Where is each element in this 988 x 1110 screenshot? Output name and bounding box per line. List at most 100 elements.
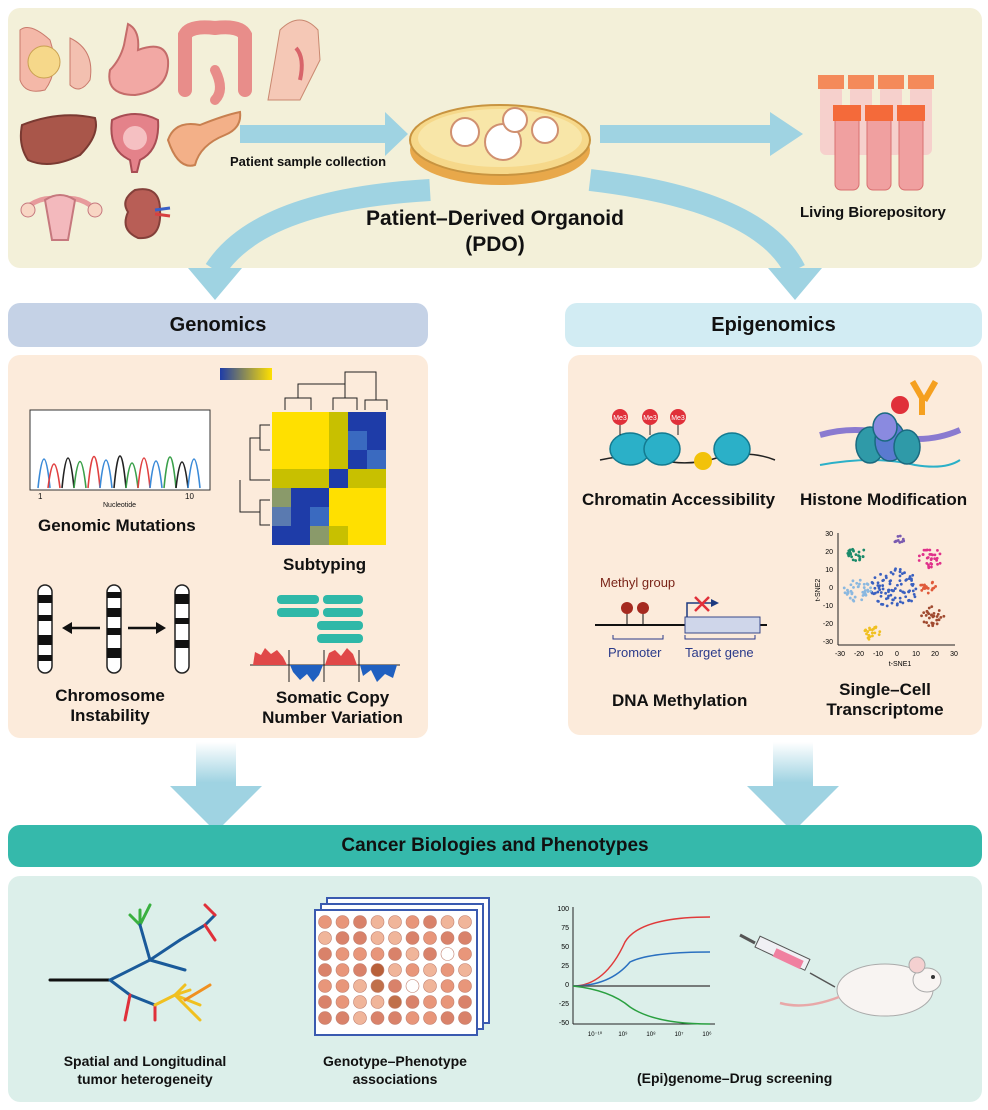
heatmap-cell — [272, 431, 291, 450]
breast-icon — [19, 27, 92, 92]
tsne-point — [924, 613, 928, 617]
plate-well — [405, 963, 420, 977]
tsne-point — [931, 587, 935, 590]
tsne-point — [910, 599, 913, 603]
tsne-ytick: -30 — [823, 639, 833, 646]
heatmap-cell — [272, 488, 291, 507]
tsne-point — [910, 579, 913, 582]
epigenomics-panel — [568, 355, 982, 735]
tsne-point — [929, 561, 933, 565]
tsne-point — [935, 558, 938, 562]
tsne-point — [891, 572, 895, 576]
genotype-phenotype-label: Genotype–Phenotype associations — [310, 1052, 480, 1088]
target-gene-label: Target gene — [685, 645, 754, 660]
heatmap-cell — [272, 507, 291, 526]
plate-well — [318, 931, 332, 945]
plate-well — [335, 979, 350, 993]
tsne-point — [874, 626, 878, 630]
dr-ytick: 25 — [561, 963, 569, 970]
plate-well — [370, 915, 385, 929]
tsne-point — [912, 592, 916, 596]
genomics-header-text: Genomics — [169, 314, 267, 336]
tsne-point — [854, 559, 858, 562]
heatmap-cell — [291, 526, 310, 545]
tsne-point — [898, 579, 902, 583]
tsne-point — [925, 585, 928, 589]
heatmap-cell — [367, 507, 386, 526]
pancreas-icon — [166, 110, 242, 167]
tsne-point — [868, 635, 872, 638]
tsne-point — [926, 591, 930, 595]
tsne-point — [932, 614, 936, 618]
heatmap-cell — [367, 526, 386, 545]
tsne-point — [893, 596, 897, 600]
plate-well — [318, 979, 332, 993]
tsne-point — [927, 624, 931, 628]
tsne-point — [930, 581, 934, 585]
sc-line1: Single–Cell — [839, 680, 931, 699]
tsne-point — [894, 539, 898, 543]
tsne-ytick: 0 — [829, 585, 833, 592]
tsne-point — [935, 615, 939, 618]
nasopharynx-icon — [267, 19, 321, 101]
heatmap-cell — [310, 431, 329, 450]
tsne-point — [889, 593, 893, 597]
tsne-point — [853, 595, 857, 599]
tsne-point — [887, 588, 890, 592]
plate-well — [423, 915, 437, 929]
heatmap-cell — [329, 526, 348, 545]
plate-well — [335, 947, 350, 961]
heatmap-cell — [348, 488, 367, 507]
heatmap-cell — [329, 507, 348, 526]
pdo-title: Patient–Derived Organoid (PDO) — [350, 206, 640, 258]
plate-well — [353, 963, 367, 977]
plate-well — [353, 1011, 367, 1025]
scnv-icon — [250, 595, 400, 682]
tsne-point — [855, 581, 859, 585]
petri-dish-icon — [409, 104, 591, 185]
plate-well — [440, 915, 455, 929]
collection-label: Patient sample collection — [230, 154, 387, 169]
tsne-point — [898, 600, 902, 604]
chromatin-accessibility-label: Chromatin Accessibility — [582, 490, 776, 509]
tsne-point — [877, 599, 880, 603]
tsne-point — [848, 548, 852, 552]
heatmap-cell — [348, 507, 367, 526]
tsne-point — [928, 548, 932, 552]
plate-well — [458, 947, 472, 961]
tsne-point — [935, 622, 939, 626]
tsne-point — [873, 576, 877, 580]
tsne-point — [933, 557, 937, 561]
biorepository-label: Living Biorepository — [800, 204, 946, 221]
pdo-title-line1: Patient–Derived Organoid — [366, 207, 624, 230]
tsne-point — [925, 556, 929, 560]
tsne-point — [877, 586, 881, 590]
tsne-point — [898, 534, 902, 538]
me3-label-3: Me3 — [671, 415, 685, 422]
plate-well — [423, 1011, 437, 1025]
well-plate-icon — [314, 897, 490, 1036]
tsne-point — [936, 612, 940, 616]
plate-well — [318, 1011, 332, 1025]
tsne-point — [862, 582, 866, 586]
histone-modification-label: Histone Modification — [800, 490, 968, 509]
tsne-xtick: 20 — [931, 651, 939, 658]
spatial-label: Spatial and Longitudinal tumor heterogen… — [40, 1052, 250, 1088]
plate-well — [458, 931, 472, 945]
epigenomics-header: Epigenomics — [565, 303, 982, 347]
tsne-point — [866, 583, 870, 586]
tsne-point — [885, 604, 889, 608]
mouse-syringe-icon — [739, 933, 942, 1017]
tsne-point — [907, 577, 911, 581]
plate-well — [458, 995, 472, 1009]
tsne-point — [929, 553, 933, 556]
heatmap-cell — [310, 412, 329, 431]
plate-well — [370, 979, 385, 993]
tsne-point — [904, 595, 908, 599]
tsne-point — [862, 586, 866, 589]
tsne-point — [869, 586, 872, 590]
tsne-xtick: -10 — [873, 651, 883, 658]
plate-well — [353, 979, 367, 993]
tsne-point — [890, 601, 894, 605]
plate-well — [353, 947, 367, 961]
